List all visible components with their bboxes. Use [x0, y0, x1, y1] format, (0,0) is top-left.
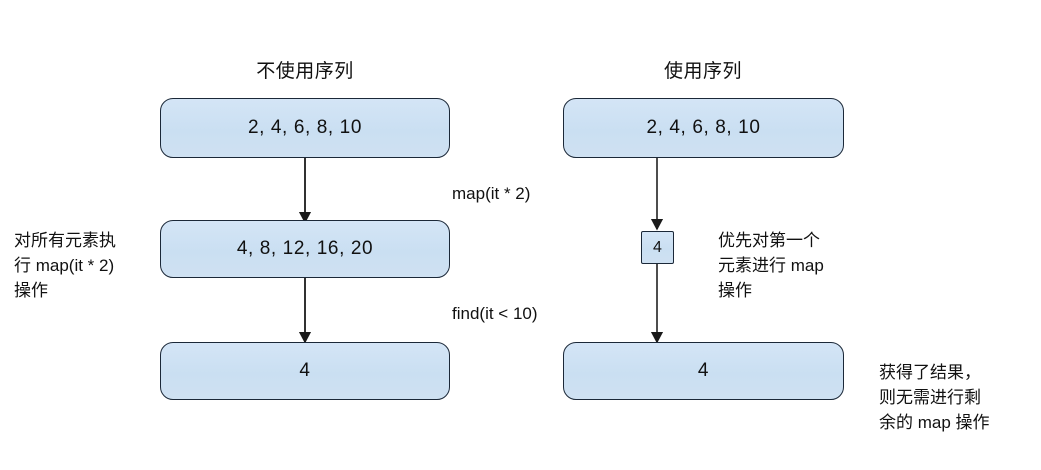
note-right-result-line-2: 则无需进行剩	[879, 388, 981, 407]
note-left-eager-line-2: 行 map(it * 2)	[14, 256, 115, 275]
edge-label-map: map(it * 2)	[452, 184, 531, 203]
note-left-eager-line-1: 对所有元素执	[14, 231, 116, 250]
note-right-result-line-1: 获得了结果，	[879, 363, 981, 382]
edge-label-find: find(it < 10)	[452, 304, 538, 323]
node-right-source[interactable]: 2, 4, 6, 8, 10	[563, 98, 844, 158]
note-right-result-line-3: 余的 map 操作	[879, 413, 990, 432]
note-right-first-line-1: 优先对第一个	[718, 231, 820, 250]
node-right-first-element[interactable]: 4	[641, 231, 674, 264]
column-title-left: 不使用序列	[256, 61, 354, 82]
note-left-eager-line-3: 操作	[14, 281, 48, 300]
note-right-first-line-2: 元素进行 map	[718, 256, 824, 275]
node-right-result[interactable]: 4	[563, 342, 844, 400]
note-right-first-line-3: 操作	[718, 281, 752, 300]
column-title-right: 使用序列	[663, 61, 742, 82]
node-left-result[interactable]: 4	[160, 342, 450, 400]
note-right-first-element: 优先对第一个 元素进行 map 操作	[718, 228, 878, 303]
note-right-result: 获得了结果， 则无需进行剩 余的 map 操作	[879, 360, 1039, 435]
node-left-mapped[interactable]: 4, 8, 12, 16, 20	[160, 220, 450, 278]
node-left-source[interactable]: 2, 4, 6, 8, 10	[160, 98, 450, 158]
note-left-eager: 对所有元素执 行 map(it * 2) 操作	[14, 228, 159, 303]
